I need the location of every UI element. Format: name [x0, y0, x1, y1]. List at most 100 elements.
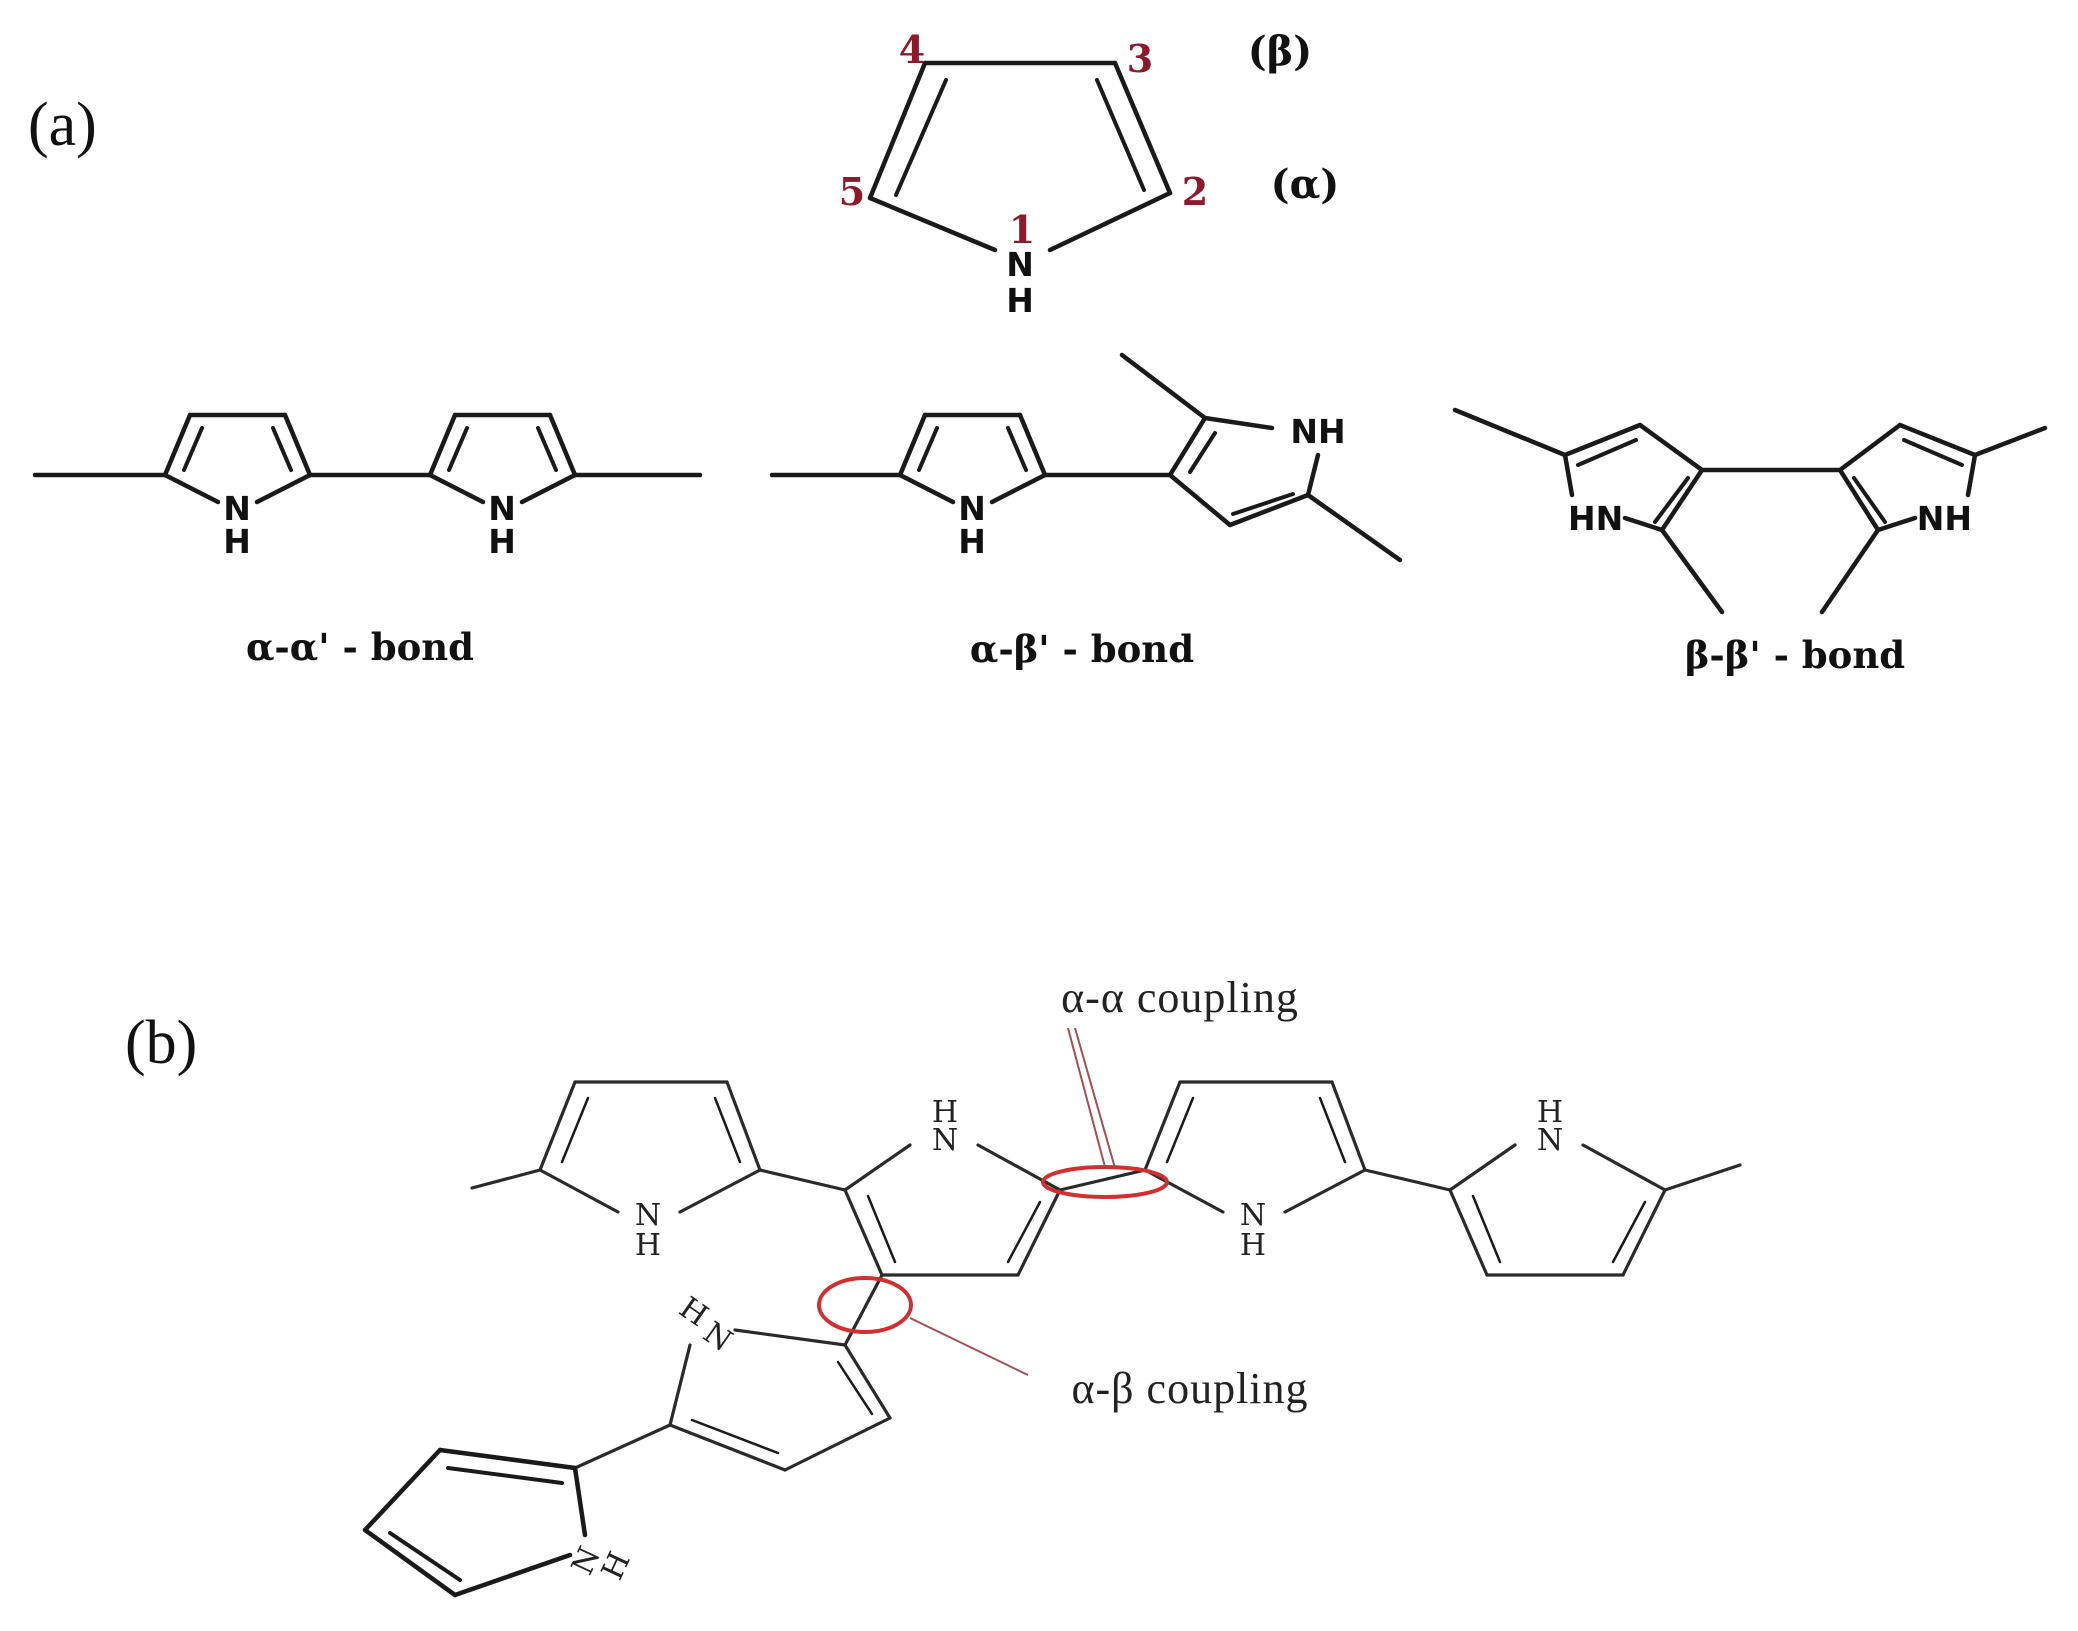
ring-bond	[843, 1343, 892, 1420]
double-bond	[536, 426, 558, 472]
pyrrole-h-atom: H	[1006, 281, 1034, 320]
ring-bond	[254, 472, 313, 505]
ring-bond	[668, 1423, 787, 1472]
double-bond	[447, 426, 469, 472]
chain-bond	[1663, 1163, 1742, 1192]
ring-bond	[1227, 492, 1311, 528]
double-bond	[866, 1194, 897, 1264]
ring-bond	[1562, 452, 1575, 498]
ring-bond	[843, 1143, 912, 1192]
alpha-beta-branch-bond	[843, 1273, 884, 1347]
double-bond	[1006, 1200, 1042, 1264]
double-bond	[713, 1096, 742, 1164]
double-bond	[1471, 1194, 1502, 1264]
nh-group: NH	[1917, 499, 1972, 538]
beta-beta-dimer: HN NH β-β' - bond	[1452, 407, 2048, 677]
ring-bond	[1622, 515, 1665, 533]
ring-bond	[1659, 467, 1705, 533]
h-atom: H	[1240, 1228, 1266, 1263]
ring-bond	[1143, 1080, 1182, 1172]
ring-bond	[547, 412, 578, 478]
double-bond	[1318, 1096, 1347, 1164]
ring-bond	[1875, 515, 1918, 533]
ring-bond	[1283, 1168, 1367, 1214]
ring-bond	[678, 1168, 762, 1214]
h-atom: H	[223, 522, 251, 561]
ring-bond	[1837, 467, 1881, 533]
ring-bond	[1305, 452, 1321, 498]
ring-bond	[538, 1168, 620, 1214]
ring-bond	[1581, 1143, 1667, 1192]
chain-bond	[470, 1168, 542, 1190]
bond-c2-n1	[1047, 190, 1173, 253]
double-bond	[836, 1360, 874, 1416]
ring-bond	[437, 1447, 578, 1471]
ring-bond	[1621, 1188, 1667, 1277]
alpha-beta-coupling-label: α-β coupling	[1071, 1364, 1308, 1413]
bond-c3-c2	[1112, 60, 1173, 196]
beta-position-label: (β)	[1248, 28, 1312, 75]
ring-bond	[976, 1143, 1062, 1192]
beta-beta-bond-caption: β-β' - bond	[1685, 633, 1905, 677]
ring-bond	[162, 472, 221, 505]
double-bond	[1852, 476, 1887, 524]
double-bond	[917, 426, 939, 472]
methyl-bond	[1452, 407, 1568, 458]
h-atom: H	[932, 1095, 958, 1130]
ring-bond	[452, 1552, 573, 1598]
alpha-beta-leader-line	[909, 1317, 1029, 1376]
chain-bond	[573, 1423, 672, 1470]
double-bond	[446, 1466, 564, 1485]
h-atom: H	[958, 522, 986, 561]
ring-bond	[1143, 1168, 1225, 1214]
n-atom: N	[223, 489, 251, 528]
ring-bond	[572, 1465, 588, 1538]
ring-bond	[1202, 415, 1275, 431]
n-atom: N	[697, 1315, 739, 1359]
ring-bond	[538, 1080, 577, 1172]
double-bond	[182, 426, 204, 472]
ring-bond	[427, 412, 458, 478]
position-4: 4	[899, 27, 925, 72]
double-bond	[1231, 492, 1295, 516]
double-bond	[271, 426, 293, 472]
n-atom: N	[1537, 1123, 1563, 1158]
alpha-alpha-coupling-label: α-α coupling	[1061, 973, 1299, 1022]
double-bond	[690, 1418, 780, 1455]
ring-bond	[162, 412, 193, 478]
ring-bond	[362, 1447, 443, 1533]
h-atom: H	[595, 1547, 638, 1586]
h-atom: H	[635, 1228, 661, 1263]
ring-bond	[1330, 1080, 1367, 1172]
ring-bond	[1897, 422, 1978, 458]
chain-bond	[1058, 1168, 1147, 1192]
ring-bond	[1016, 1188, 1062, 1277]
methyl-bond	[1819, 527, 1881, 615]
methyl-bond	[1972, 425, 2048, 458]
double-bond	[560, 1096, 590, 1164]
alpha-beta-dimer: N H NH α-β' - bond	[769, 352, 1403, 671]
ring-bond	[733, 1328, 847, 1347]
methyl-bond	[1659, 527, 1725, 615]
ring-bond	[1167, 415, 1208, 478]
n-atom: N	[932, 1123, 958, 1158]
ring-bond	[1637, 422, 1705, 473]
ring-bond	[362, 1527, 458, 1598]
ring-bond	[1448, 1188, 1489, 1277]
double-bond	[1653, 476, 1690, 524]
bond-c4-c5	[867, 60, 928, 201]
double-bond-c2-c3	[1095, 78, 1146, 192]
ring-bond	[427, 472, 486, 505]
ring-bond	[897, 472, 956, 505]
ring-bond	[1837, 422, 1903, 473]
ring-bond	[1017, 412, 1048, 478]
ring-bond	[843, 1188, 884, 1277]
n-atom: N	[488, 489, 516, 528]
double-bond	[1611, 1200, 1647, 1264]
alpha-alpha-leader-line	[1067, 1027, 1106, 1168]
chain-bond	[758, 1168, 847, 1192]
position-1: 1	[1009, 207, 1035, 252]
pyrrole-monomer: N H 1 2 3 4 5 (β) (α)	[839, 27, 1340, 320]
panel-a-label: (a)	[28, 91, 97, 159]
